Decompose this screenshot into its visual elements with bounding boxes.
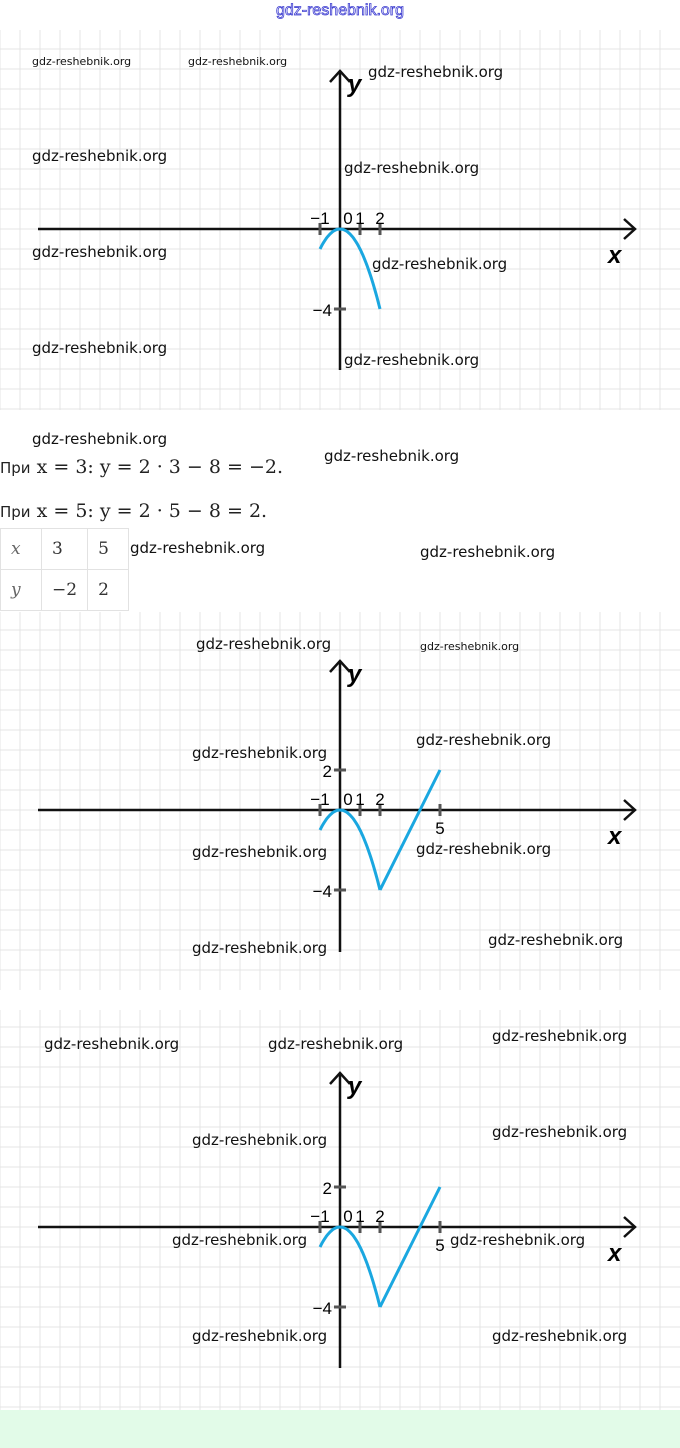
watermark: gdz-reshebnik.org <box>416 840 552 858</box>
x-axis-arrow-icon <box>623 218 637 240</box>
table-row: y −2 2 <box>0 569 130 611</box>
watermark: gdz-reshebnik.org <box>488 931 624 949</box>
x-tick-label: 2 <box>375 790 384 809</box>
y-axis-label: y <box>347 661 363 688</box>
table-row: x 3 5 <box>0 528 130 570</box>
watermark: gdz-reshebnik.org <box>32 339 168 357</box>
values-table: x 3 5 y −2 2 <box>0 528 130 611</box>
y-axis-arrow-icon <box>329 659 351 673</box>
x-tick-label: 0 <box>343 209 352 228</box>
watermark: gdz-reshebnik.org <box>32 147 168 165</box>
footer-bar <box>0 1410 680 1448</box>
series-line <box>378 1186 442 1308</box>
y-tick-label: 2 <box>323 762 332 781</box>
watermark: gdz-reshebnik.org <box>492 1123 628 1141</box>
x-tick-label: 2 <box>375 209 384 228</box>
table-cell: 2 <box>87 569 130 611</box>
watermark: gdz-reshebnik.org <box>192 1131 328 1149</box>
label-pri: При <box>0 459 31 477</box>
y-axis-arrow-icon <box>329 1071 351 1085</box>
watermark: gdz-reshebnik.org <box>188 55 288 68</box>
watermark: gdz-reshebnik.org <box>420 640 520 653</box>
watermark: gdz-reshebnik.org <box>492 1327 628 1345</box>
y-axis-label: y <box>347 1073 363 1100</box>
x-tick-label: 1 <box>355 209 364 228</box>
label-pri: При <box>0 503 31 521</box>
table-cell: 5 <box>87 528 130 570</box>
calc-line-x5: При x = 5: y = 2 · 5 − 8 = 2. <box>0 500 267 522</box>
y-axis-label: y <box>347 71 363 98</box>
x-tick-label: 0 <box>343 1207 352 1226</box>
math-expression: x = 5: y = 2 · 5 − 8 = 2. <box>36 500 268 522</box>
watermark: gdz-reshebnik.org <box>368 63 504 81</box>
watermark: gdz-reshebnik.org <box>268 1035 404 1053</box>
y-tick-label: −4 <box>313 1299 332 1318</box>
x-axis-label: x <box>606 1240 623 1267</box>
watermark: gdz-reshebnik.org <box>344 159 480 177</box>
watermark: gdz-reshebnik.org <box>172 1231 308 1249</box>
x-tick-label: 5 <box>435 1236 444 1255</box>
watermark: gdz-reshebnik.org <box>192 744 328 762</box>
x-tick-label: −1 <box>310 790 329 809</box>
x-tick-label: 1 <box>355 790 364 809</box>
y-tick-label: −4 <box>313 882 332 901</box>
x-tick-label: 2 <box>375 1207 384 1226</box>
x-tick-label: −1 <box>310 1207 329 1226</box>
watermark: gdz-reshebnik.org <box>344 351 480 369</box>
watermark: gdz-reshebnik.org <box>372 255 508 273</box>
watermark: gdz-reshebnik.org <box>192 1327 328 1345</box>
watermark: gdz-reshebnik.org <box>32 243 168 261</box>
watermark: gdz-reshebnik.org <box>416 731 552 749</box>
calc-line-x3: При x = 3: y = 2 · 3 − 8 = −2. <box>0 456 283 478</box>
watermark: gdz-reshebnik.org <box>44 1035 180 1053</box>
y-tick-label: 2 <box>323 1179 332 1198</box>
x-tick-label: −1 <box>310 209 329 228</box>
watermark: gdz-reshebnik.org <box>130 539 266 557</box>
watermark: gdz-reshebnik.org <box>492 1027 628 1045</box>
x-tick-label: 0 <box>343 790 352 809</box>
table-header-x: x <box>0 528 42 570</box>
x-axis-arrow-icon <box>623 1216 637 1238</box>
y-axis-arrow-icon <box>329 69 351 83</box>
watermark: gdz-reshebnik.org <box>450 1231 586 1249</box>
x-tick-label: 5 <box>435 819 444 838</box>
math-expression: x = 3: y = 2 · 3 − 8 = −2. <box>36 456 284 478</box>
table-cell: −2 <box>40 569 89 611</box>
table-cell: 3 <box>40 528 89 570</box>
y-tick-label: −4 <box>313 301 332 320</box>
series-line <box>318 1225 382 1308</box>
watermark: gdz-reshebnik.org <box>192 843 328 861</box>
x-axis-arrow-icon <box>623 799 637 821</box>
watermark: gdz-reshebnik.org <box>32 430 168 448</box>
series-line <box>318 808 382 891</box>
series-line <box>378 769 442 891</box>
watermark: gdz-reshebnik.org <box>420 543 556 561</box>
site-watermark-header[interactable]: gdz-reshebnik.org <box>275 2 405 20</box>
watermark: gdz-reshebnik.org <box>32 55 132 68</box>
watermark: gdz-reshebnik.org <box>324 447 460 465</box>
table-header-y: y <box>0 569 42 611</box>
x-axis-label: x <box>606 823 623 850</box>
watermark: gdz-reshebnik.org <box>192 939 328 957</box>
series-line <box>318 227 382 310</box>
x-axis-label: x <box>606 242 623 269</box>
x-tick-label: 1 <box>355 1207 364 1226</box>
watermark: gdz-reshebnik.org <box>196 635 332 653</box>
